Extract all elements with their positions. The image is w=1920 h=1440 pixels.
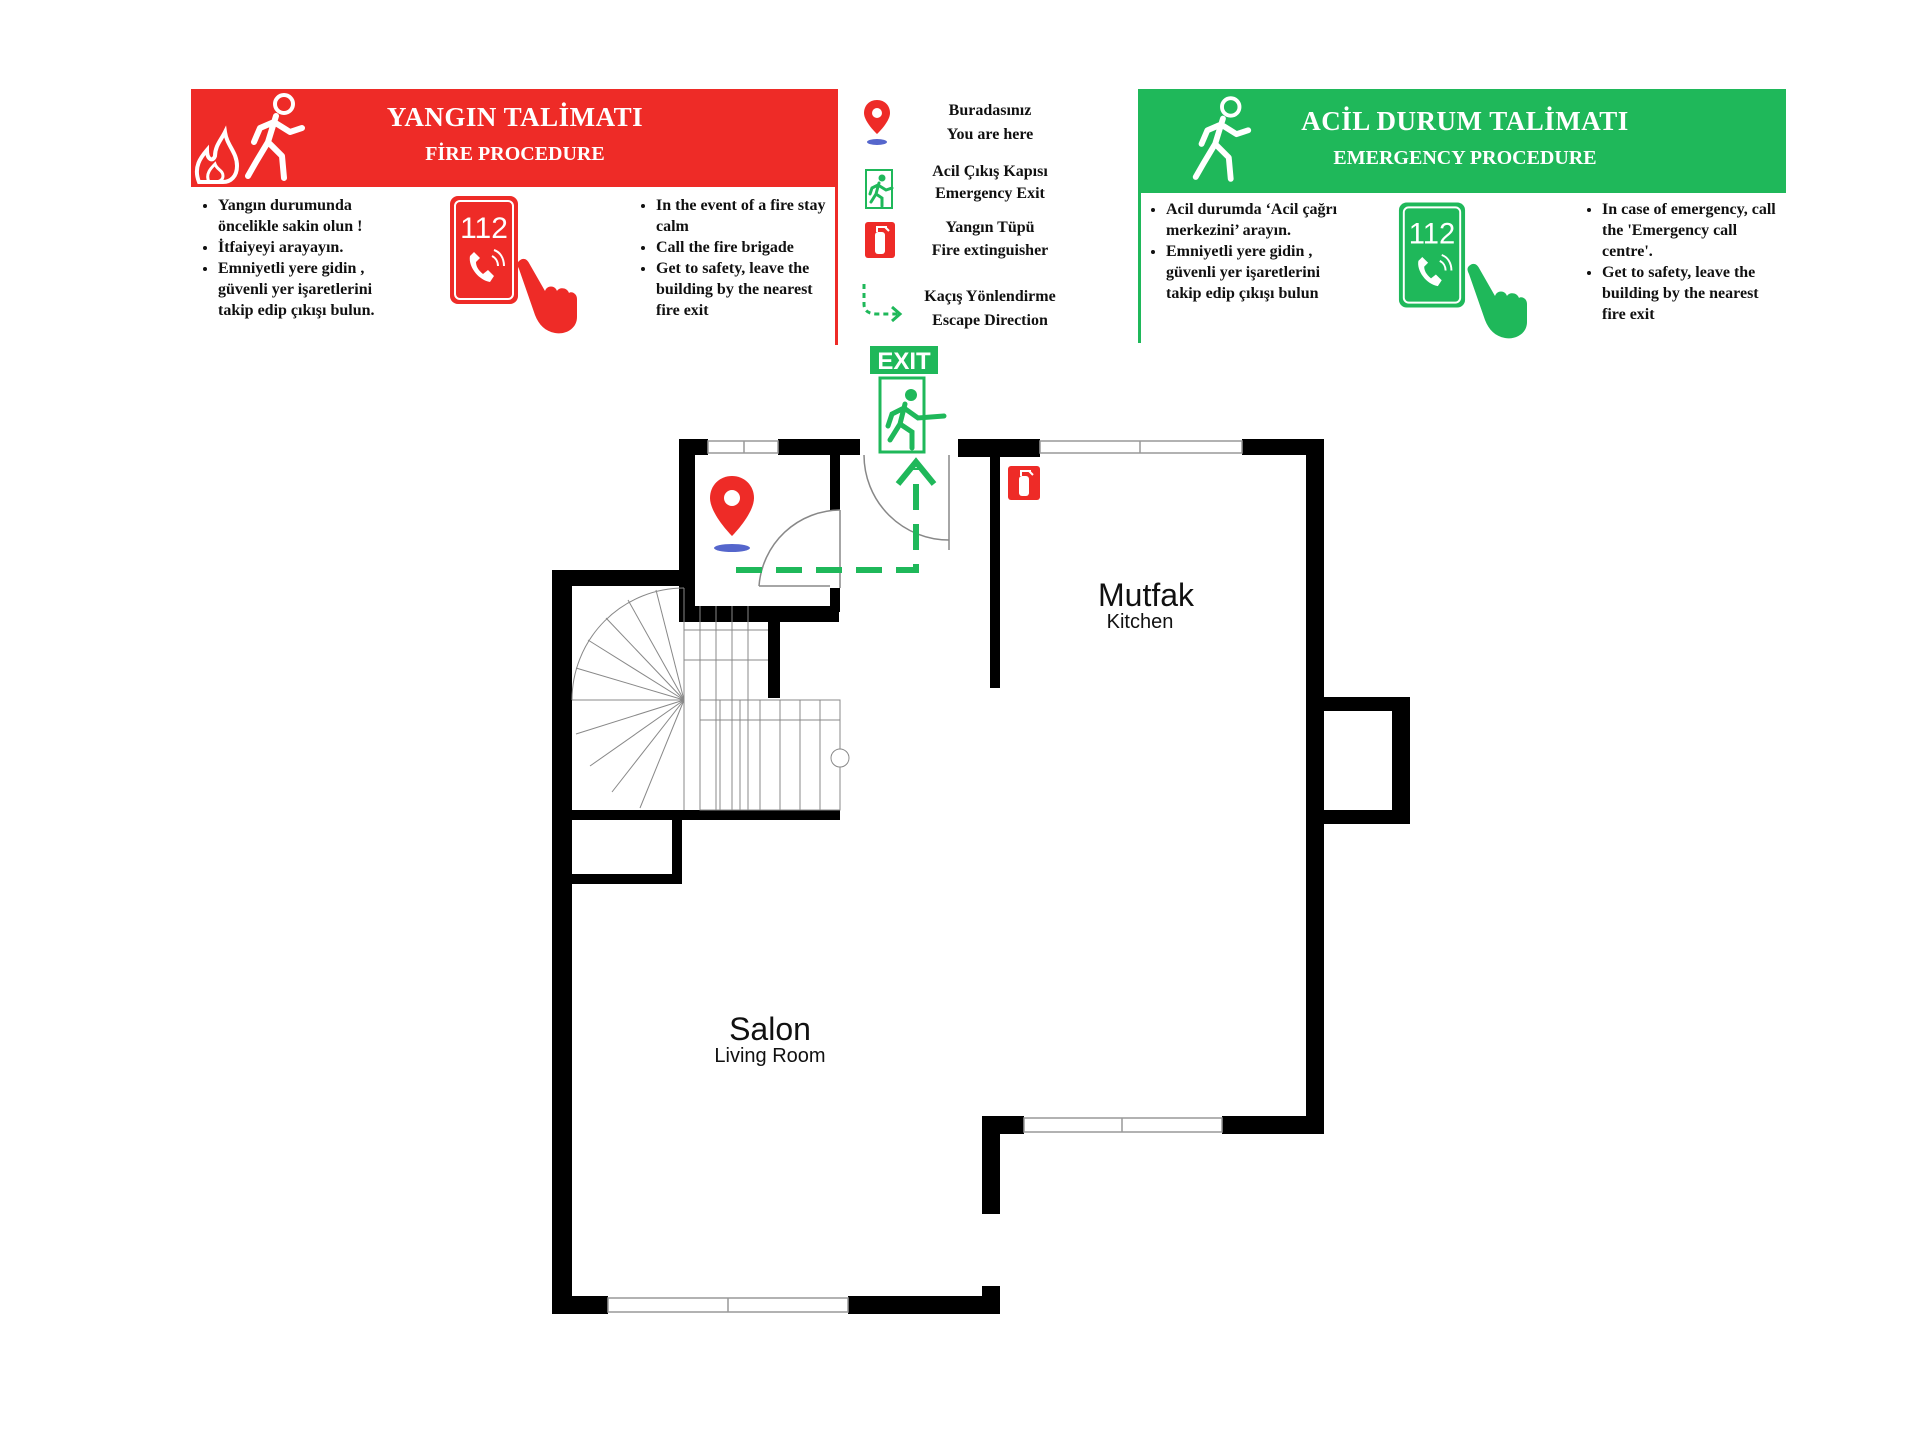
phone-112-icon: 112 xyxy=(1397,200,1467,310)
location-pin-icon xyxy=(710,476,754,552)
staircase xyxy=(571,587,850,811)
list-item: Get to safety, leave the building by the… xyxy=(1602,262,1782,325)
location-pin-icon xyxy=(862,98,892,146)
windows xyxy=(607,440,1243,1313)
walls xyxy=(552,439,1410,1314)
legend-you-are-here-tr: Buradasınız xyxy=(948,102,1032,119)
living-room-label-tr: Salon xyxy=(729,1011,811,1047)
list-item: Acil durumda ‘Acil çağrı merkezini’ aray… xyxy=(1166,199,1346,241)
emergency-exit-icon xyxy=(878,376,947,454)
list-item: Emniyetli yere gidin , güvenli yer işare… xyxy=(218,258,408,321)
fire-extinguisher-icon xyxy=(1008,466,1040,500)
fire-extinguisher-icon xyxy=(865,222,895,258)
emergency-panel-divider xyxy=(1138,193,1141,343)
escape-route-arrow xyxy=(895,457,937,486)
exit-sign: EXIT xyxy=(870,346,938,375)
fire-panel-divider xyxy=(835,187,838,345)
list-item: Emniyetli yere gidin , güvenli yer işare… xyxy=(1166,241,1346,304)
kitchen-label-tr: Mutfak xyxy=(1097,577,1195,613)
running-person-icon xyxy=(238,92,310,184)
fire-procedure-title: YANGIN TALİMATI xyxy=(386,102,644,132)
emergency-procedure-subtitle: EMERGENCY PROCEDURE xyxy=(1333,147,1597,169)
list-item: Yangın durumunda öncelikle sakin olun ! xyxy=(218,195,408,237)
phone-112-icon: 112 xyxy=(448,194,520,306)
pointing-hand-icon xyxy=(515,255,583,335)
legend-escape-tr: Kaçış Yönlendirme xyxy=(924,288,1056,305)
legend-extinguisher-en: Fire extinguisher xyxy=(931,242,1049,259)
legend-exit-door-en: Emergency Exit xyxy=(935,185,1045,202)
legend-you-are-here-en: You are here xyxy=(946,126,1034,143)
fire-en-list: In the event of a fire stay calm Call th… xyxy=(636,195,836,321)
pointing-hand-icon xyxy=(1465,260,1533,340)
emergency-tr-list: Acil durumda ‘Acil çağrı merkezini’ aray… xyxy=(1146,199,1346,304)
phone-number: 112 xyxy=(1409,218,1455,250)
fire-procedure-subtitle: FİRE PROCEDURE xyxy=(425,143,605,165)
escape-route-path xyxy=(736,468,919,573)
kitchen-label-en: Kitchen xyxy=(1106,611,1174,633)
list-item: Get to safety, leave the building by the… xyxy=(656,258,836,321)
phone-number: 112 xyxy=(460,212,508,245)
legend-escape-en: Escape Direction xyxy=(932,312,1048,329)
list-item: In the event of a fire stay calm xyxy=(656,195,836,237)
exit-sign-text: EXIT xyxy=(877,348,931,375)
escape-arrow-icon xyxy=(860,282,906,324)
emergency-procedure-header xyxy=(1138,89,1786,193)
list-item: Call the fire brigade xyxy=(656,237,836,258)
legend-exit-door-tr: Acil Çıkış Kapısı xyxy=(932,163,1048,180)
fire-procedure-header xyxy=(191,89,838,187)
emergency-procedure-title: ACİL DURUM TALİMATI xyxy=(1301,106,1629,136)
fire-tr-list: Yangın durumunda öncelikle sakin olun ! … xyxy=(198,195,408,321)
fire-flame-icon xyxy=(193,112,241,184)
list-item: In case of emergency, call the 'Emergenc… xyxy=(1602,199,1782,262)
living-room-label-en: Living Room xyxy=(714,1045,826,1067)
running-person-icon xyxy=(1186,94,1256,186)
legend-extinguisher-tr: Yangın Tüpü xyxy=(945,219,1035,236)
emergency-en-list: In case of emergency, call the 'Emergenc… xyxy=(1582,199,1782,325)
emergency-exit-icon xyxy=(864,168,898,210)
list-item: İtfaiyeyi arayayın. xyxy=(218,237,408,258)
